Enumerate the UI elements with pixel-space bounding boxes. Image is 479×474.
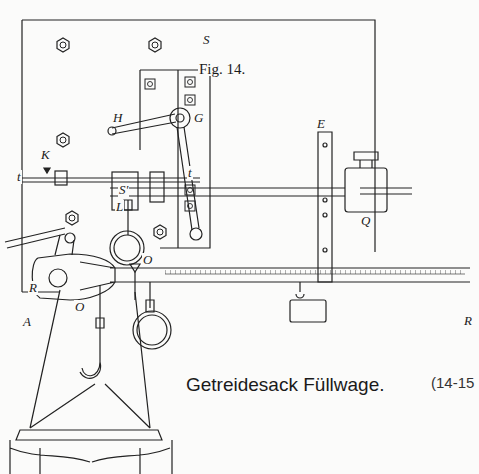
bolt bbox=[185, 95, 195, 105]
part-letter: Q bbox=[360, 214, 371, 228]
bolt bbox=[145, 79, 155, 89]
ring bbox=[114, 235, 140, 261]
part-letter: S' bbox=[118, 183, 129, 197]
hand-lever bbox=[5, 228, 65, 248]
pivot-g bbox=[176, 114, 184, 122]
hanger-l bbox=[124, 200, 132, 235]
part-letter: G bbox=[193, 111, 204, 125]
beam bbox=[110, 188, 412, 196]
part-letter: R bbox=[28, 281, 38, 295]
pivot-g bbox=[108, 127, 116, 135]
part-letter: S bbox=[202, 33, 211, 47]
bolt bbox=[185, 201, 195, 211]
part-letter: K bbox=[40, 148, 51, 162]
drawing-lines bbox=[165, 274, 465, 275]
weight-q bbox=[345, 168, 387, 212]
drawing-lines bbox=[49, 269, 67, 287]
pointer-k bbox=[44, 168, 50, 173]
drawing-lines bbox=[323, 198, 327, 202]
part-letter: O bbox=[142, 253, 153, 267]
nut bbox=[57, 133, 69, 147]
part-letter: R bbox=[463, 314, 473, 328]
nut bbox=[154, 225, 166, 239]
nut bbox=[66, 211, 78, 225]
nut bbox=[149, 38, 161, 52]
drawing-lines bbox=[323, 248, 327, 252]
rod-t bbox=[20, 178, 200, 182]
hanging-weight bbox=[290, 300, 326, 322]
nut bbox=[57, 38, 69, 52]
figure-number: Fig. 14. bbox=[198, 62, 246, 76]
part-letter: O bbox=[74, 300, 85, 314]
weight-q-knob bbox=[354, 152, 378, 168]
ring bbox=[110, 231, 144, 265]
sack-frame bbox=[16, 430, 162, 440]
handwritten-note: (14-15 bbox=[430, 376, 475, 390]
beam-r bbox=[80, 262, 470, 290]
sack bbox=[10, 440, 172, 474]
part-letter: H bbox=[112, 111, 123, 125]
pivot-g bbox=[170, 108, 190, 128]
bearing-s bbox=[150, 172, 164, 202]
caption: Getreidesack Füllwage. bbox=[186, 374, 385, 396]
scale-ticks bbox=[165, 268, 465, 274]
bracket-plate bbox=[140, 70, 210, 248]
wall-plate bbox=[22, 20, 375, 292]
part-letter: L bbox=[115, 200, 124, 214]
block-k bbox=[55, 171, 67, 185]
ring bbox=[137, 315, 167, 345]
hook-rod bbox=[96, 285, 104, 345]
part-letter: t bbox=[187, 166, 193, 180]
hook bbox=[80, 345, 101, 378]
part-letter: E bbox=[316, 117, 326, 131]
drawing-lines bbox=[323, 143, 327, 147]
drawing-lines bbox=[146, 282, 154, 312]
bolt bbox=[185, 77, 195, 87]
link-end bbox=[190, 228, 202, 240]
drawing-lines bbox=[55, 235, 74, 255]
bar-e bbox=[318, 132, 332, 282]
drawing-lines bbox=[5, 20, 470, 474]
counterweight-o bbox=[32, 254, 115, 300]
sack-frame bbox=[30, 290, 150, 428]
part-letter: t bbox=[16, 170, 22, 184]
drawing-lines bbox=[323, 213, 327, 217]
weight-hook bbox=[296, 282, 304, 298]
part-letter: A bbox=[22, 315, 32, 329]
